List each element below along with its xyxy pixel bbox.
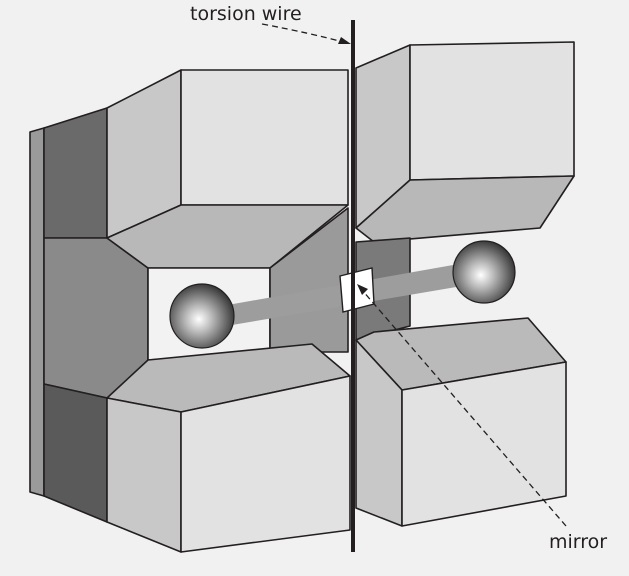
right-small-sphere [452, 240, 516, 304]
left-upper-back-panel [43, 107, 108, 239]
left-bottom-block-side [106, 397, 182, 553]
torsion-wire-arrow-icon [338, 37, 351, 44]
left-back-strip [29, 127, 45, 497]
left-top-block-front [180, 69, 349, 206]
left-inner-wall [269, 207, 349, 353]
left-lower-back-panel [43, 383, 108, 523]
mirror-label: mirror [549, 531, 607, 553]
torsion-wire-leader [261, 23, 351, 44]
left-top-block-underside [106, 204, 349, 269]
right-mass-assembly [355, 41, 575, 527]
mirror-arrow-icon [357, 284, 368, 295]
left-bottom-block-front [180, 375, 351, 553]
left-small-sphere [169, 283, 235, 349]
right-top-block-underside [355, 175, 575, 243]
torsion-wire-label: torsion wire [190, 3, 302, 25]
left-mass-assembly [29, 69, 351, 553]
mirror [339, 267, 375, 313]
mirror-leader [357, 284, 567, 527]
right-bottom-block-front [401, 361, 567, 527]
right-top-block-front [409, 41, 575, 181]
